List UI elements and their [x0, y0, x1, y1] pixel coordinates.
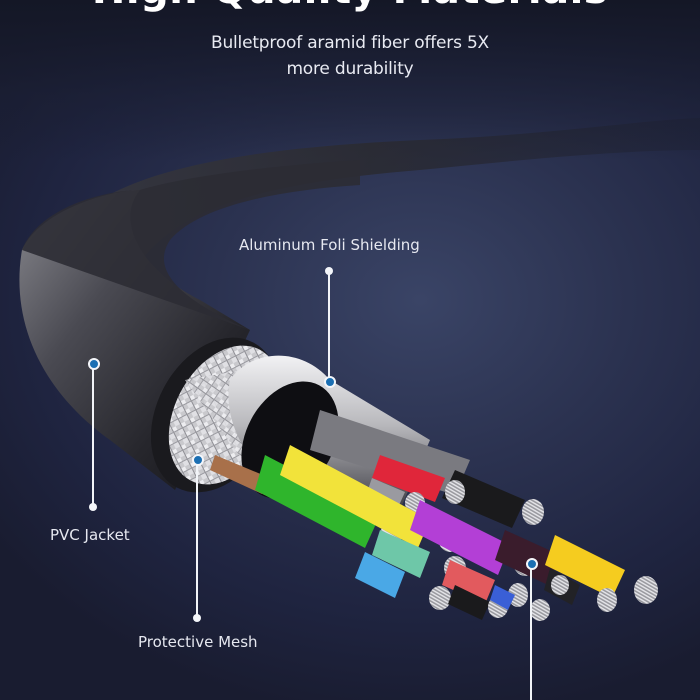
callout-leader-line	[530, 568, 532, 700]
callout-anchor-dot	[192, 454, 204, 466]
callout-leader-line	[92, 368, 94, 506]
copper-drain-wire	[210, 455, 270, 494]
conductor-bundle	[255, 445, 658, 621]
callout-label-aluminum-foil-shielding: Aluminum Foli Shielding	[239, 236, 420, 254]
callout-anchor-dot	[526, 558, 538, 570]
subtitle-line-1: Bulletproof aramid fiber offers 5X	[211, 33, 489, 53]
callout-label-pvc-jacket: PVC Jacket	[50, 526, 130, 544]
subtitle: Bulletproof aramid fiber offers 5X more …	[150, 30, 550, 82]
callout-end-dot	[89, 503, 97, 511]
cable-far-section	[40, 118, 700, 300]
callout-label-protective-mesh: Protective Mesh	[138, 633, 258, 651]
callout-leader-line	[328, 271, 330, 381]
callout-anchor-dot	[324, 376, 336, 388]
pvc-jacket-top	[22, 160, 360, 330]
callout-end-dot	[193, 614, 201, 622]
callout-leader-line	[196, 464, 198, 616]
subtitle-line-2: more durability	[286, 59, 414, 79]
callout-anchor-dot	[88, 358, 100, 370]
page-title: High Quality Materials	[0, 0, 700, 10]
